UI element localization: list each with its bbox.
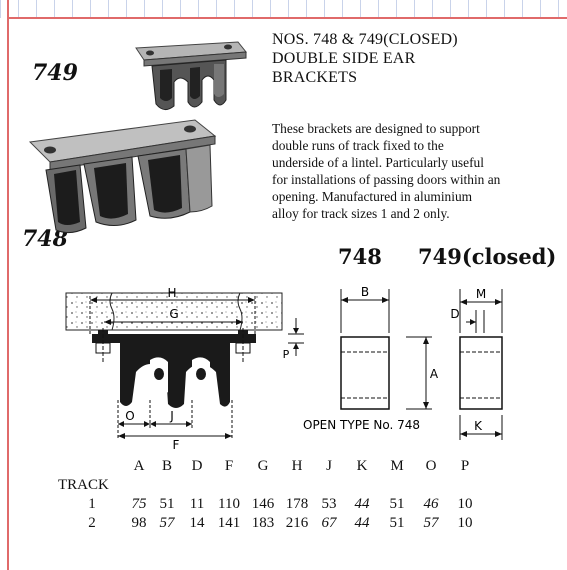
table-cell: 183: [251, 515, 275, 531]
table-row: 2 98 57 14 141 183 216 67 44 51 57 10: [58, 514, 482, 533]
dim-label-m: M: [476, 287, 486, 301]
table-cell: 146: [251, 496, 275, 512]
table-cell: 10: [457, 496, 473, 512]
dim-label-k: K: [474, 419, 483, 433]
table-label-row: TRACK: [58, 476, 482, 495]
dim-label-o: O: [125, 409, 134, 423]
column-header: G: [257, 458, 269, 474]
table-cell: 110: [218, 496, 240, 512]
dim-label-b: B: [361, 285, 369, 299]
photo-label-749: 749: [32, 60, 78, 86]
table-header-row: A B D F G H J K M O P: [58, 457, 482, 476]
column-header: D: [191, 458, 203, 474]
table-cell: 57: [423, 515, 439, 531]
description-line: These brackets are designed to support: [272, 121, 480, 136]
table-cell: 46: [423, 496, 439, 512]
product-description: These brackets are designed to support d…: [272, 120, 562, 222]
description-line: double runs of track fixed to the: [272, 138, 444, 153]
table-cell: 51: [389, 496, 405, 512]
table-cell: 44: [354, 515, 370, 531]
column-header: F: [224, 458, 234, 474]
description-line: for installations of passing doors withi…: [272, 172, 501, 187]
track-number: 1: [88, 496, 96, 512]
view-label-748: 748: [338, 244, 382, 269]
bracket-749-photo: [135, 41, 247, 110]
dim-label-f: F: [173, 438, 180, 452]
description-line: underside of a lintel. Particularly usef…: [272, 155, 484, 170]
dim-label-d: D: [450, 307, 459, 321]
column-header: A: [133, 458, 145, 474]
column-header: B: [161, 458, 172, 474]
track-row-label: TRACK: [58, 477, 109, 493]
table-cell: 57: [159, 515, 175, 531]
top-margin-rule: [7, 17, 567, 19]
column-header: O: [425, 458, 437, 474]
track-number: 2: [88, 515, 96, 531]
table-cell: 141: [217, 515, 241, 531]
table-cell: 10: [457, 515, 473, 531]
grid-background: [0, 0, 567, 18]
dim-label-a: A: [430, 367, 439, 381]
table-cell: 51: [389, 515, 405, 531]
open-type-caption: OPEN TYPE No. 748: [303, 418, 420, 432]
column-header: J: [326, 458, 332, 474]
table-cell: 14: [189, 515, 205, 531]
view-label-749-closed: 749(closed): [418, 244, 557, 269]
table-cell: 178: [285, 496, 309, 512]
column-header: H: [291, 458, 303, 474]
table-cell: 11: [189, 496, 205, 512]
heading-line: DOUBLE SIDE EAR: [272, 50, 416, 67]
table-cell: 44: [354, 496, 370, 512]
page-heading: NOS. 748 & 749(CLOSED) DOUBLE SIDE EAR B…: [272, 30, 552, 87]
dim-label-g: G: [169, 307, 178, 321]
table-cell: 216: [285, 515, 309, 531]
table-row: 1 75 51 11 110 146 178 53 44 51 46 10: [58, 495, 482, 514]
table-cell: 67: [321, 515, 337, 531]
description-line: opening. Manufactured in aluminium: [272, 189, 473, 204]
heading-line: NOS. 748 & 749(CLOSED): [272, 31, 458, 48]
table-cell: 51: [159, 496, 175, 512]
table-cell: 53: [321, 496, 337, 512]
left-margin-rule: [7, 0, 9, 570]
dim-label-j: J: [169, 409, 174, 423]
bracket-748-photo: [28, 119, 217, 234]
dim-label-p: P: [283, 348, 290, 361]
column-header: P: [460, 458, 470, 474]
table-cell: 75: [131, 496, 147, 512]
column-header: K: [356, 458, 368, 474]
technical-drawing: H G P O J F B A M D K OPEN TYPE No. 748: [65, 285, 503, 452]
column-header: M: [390, 458, 404, 474]
dimension-table: A B D F G H J K M O P TRACK 1 75 51 11 1…: [58, 457, 482, 533]
dim-label-h: H: [167, 286, 176, 300]
heading-line: BRACKETS: [272, 69, 358, 86]
table-cell: 98: [131, 515, 147, 531]
description-line: alloy for track sizes 1 and 2 only.: [272, 206, 450, 221]
